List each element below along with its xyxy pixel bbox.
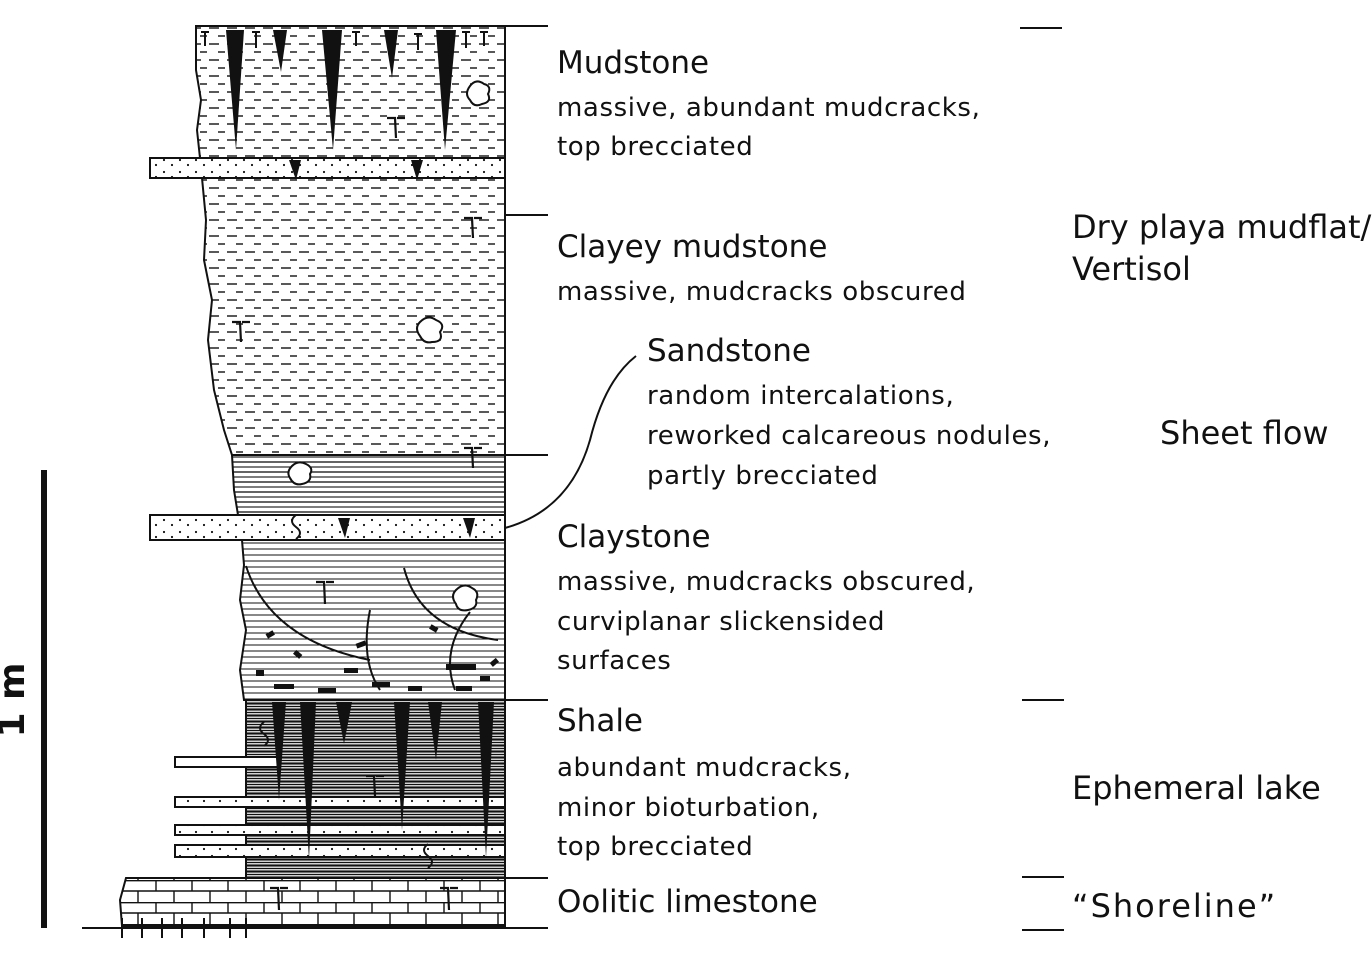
mudcrack-wedge [336, 702, 352, 744]
unit-desc-line: top brecciated [557, 132, 753, 162]
unit-title-shale: Shale [557, 703, 643, 739]
unit-labels: Mudstone massive, abundant mudcracks, to… [557, 45, 1051, 920]
v-symbols [232, 116, 482, 911]
sandstone-leader-line [504, 355, 637, 529]
unit-desc-line: reworked calcareous nodules, [647, 421, 1051, 451]
nodule [287, 461, 313, 486]
clayey-mudstone-layer [200, 177, 506, 456]
unit-desc-line: random intercalations, [647, 381, 954, 411]
env-label-playa: Vertisol [1072, 250, 1191, 288]
unit-desc-line: surfaces [557, 646, 671, 676]
environment-labels: Dry playa mudflat/ Vertisol Sheet flow E… [1072, 208, 1372, 925]
unit-boundary-ticks [505, 25, 548, 879]
unit-desc-line: massive, abundant mudcracks, [557, 93, 980, 123]
mudcrack-wedge [272, 702, 286, 800]
sandstone-bed [149, 514, 506, 541]
unit-title-oolitic-limestone: Oolitic limestone [557, 884, 818, 920]
sandstone-bed [174, 756, 281, 768]
unit-title-claystone: Claystone [557, 519, 711, 555]
sandstone-bed [174, 824, 506, 836]
unit-desc-line: partly brecciated [647, 461, 878, 491]
unit-title-sandstone: Sandstone [647, 333, 811, 369]
claystone-layer [238, 539, 506, 701]
mudcrack-wedge [428, 702, 442, 760]
base-ticks [82, 918, 548, 938]
sandstone-bed [149, 157, 506, 179]
mudcrack-wedge [226, 30, 244, 150]
unit-title-clayey-mudstone: Clayey mudstone [557, 229, 827, 265]
unit-title-mudstone: Mudstone [557, 45, 709, 81]
nodule-symbols [287, 80, 491, 612]
mudcrack-symbols [226, 30, 494, 860]
scale-bar: 1 m [0, 470, 47, 928]
sandstone-bed [174, 796, 506, 808]
env-label-ephemeral-lake: Ephemeral lake [1072, 769, 1321, 807]
nodule [466, 80, 491, 107]
scale-label: 1 m [0, 662, 33, 737]
clay-transition-layer [230, 454, 506, 516]
unit-desc-line: top brecciated [557, 832, 753, 862]
nodule [452, 584, 479, 612]
env-label-shoreline: “Shoreline” [1072, 887, 1277, 925]
mudcrack-wedge [322, 30, 342, 150]
breccia-fragments [256, 624, 499, 693]
environment-boundary-ticks [1020, 27, 1064, 931]
sandstone-bed [174, 844, 506, 858]
unit-desc-line: massive, mudcracks obscured, [557, 567, 975, 597]
mudcrack-wedge [411, 160, 423, 180]
burrow-symbols [259, 514, 433, 869]
mudcrack-wedge [300, 702, 316, 860]
mudcrack-wedge [289, 160, 301, 180]
mudcrack-wedge [384, 30, 398, 78]
mudcrack-wedge [436, 30, 456, 150]
env-label-sheet-flow: Sheet flow [1160, 414, 1329, 452]
unit-desc-line: curviplanar slickensided [557, 607, 885, 637]
nodule [416, 316, 444, 344]
unit-desc-line: abundant mudcracks, [557, 753, 852, 783]
mudcrack-wedge [273, 30, 287, 72]
unit-desc-line: massive, mudcracks obscured [557, 277, 966, 307]
unit-desc-line: minor bioturbation, [557, 793, 820, 823]
mudcrack-wedge [463, 518, 475, 538]
oolitic-limestone-layer [118, 877, 506, 927]
mudcrack-wedge [338, 518, 350, 538]
root-traces [201, 31, 488, 50]
lithologic-column [118, 25, 506, 927]
mudcrack-wedge [478, 702, 494, 858]
mudstone-layer [195, 25, 506, 159]
env-label-playa: Dry playa mudflat/ [1072, 208, 1372, 246]
mudcrack-wedge [394, 702, 410, 830]
